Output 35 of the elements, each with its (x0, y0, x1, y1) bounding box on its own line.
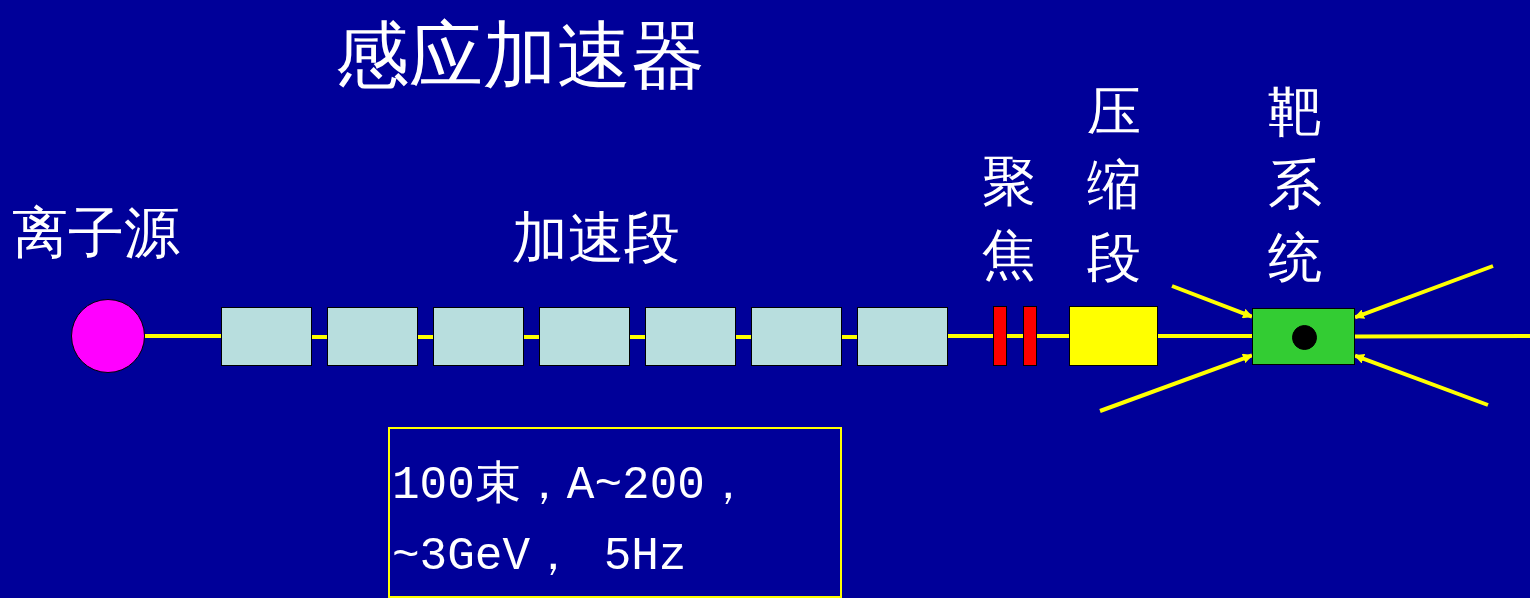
accelerator-cell (751, 307, 842, 366)
component-label: 靶系统 (1268, 79, 1323, 291)
arrow (1354, 353, 1489, 407)
arrow (1171, 284, 1253, 319)
beam-line (1158, 334, 1252, 338)
beam-line (842, 335, 857, 339)
beam-line (145, 334, 221, 338)
arrow (1099, 353, 1253, 413)
accelerator-cell (327, 307, 418, 366)
accelerator-cell (433, 307, 524, 366)
beam-line (1355, 334, 1530, 339)
component-label: 压缩段 (1087, 79, 1142, 291)
section-label: 聚焦 (982, 149, 1037, 288)
beam-line (630, 335, 645, 339)
target-dot (1292, 325, 1317, 350)
section-label: 加速段 (512, 210, 680, 266)
focusing-magnet (1023, 306, 1037, 366)
beam-line (312, 335, 327, 339)
beam-line (948, 334, 993, 338)
target-box (1252, 308, 1355, 365)
accelerator-cell (645, 307, 736, 366)
arrow (1354, 264, 1494, 320)
title: 感应加速器 (335, 18, 705, 92)
beam-line (418, 335, 433, 339)
accelerator-cell (857, 307, 948, 366)
parameter-box: 100束，A~200， ~3GeV， 5Hz (388, 427, 842, 598)
compression-cell (1069, 306, 1158, 366)
focusing-magnet (993, 306, 1007, 366)
component-label: 离子源 (12, 205, 180, 261)
accelerator-cell (221, 307, 312, 366)
beam-line (524, 335, 539, 339)
beam-line (1007, 334, 1023, 338)
accelerator-cell (539, 307, 630, 366)
beam-line (1037, 334, 1069, 338)
beam-line (736, 335, 751, 339)
